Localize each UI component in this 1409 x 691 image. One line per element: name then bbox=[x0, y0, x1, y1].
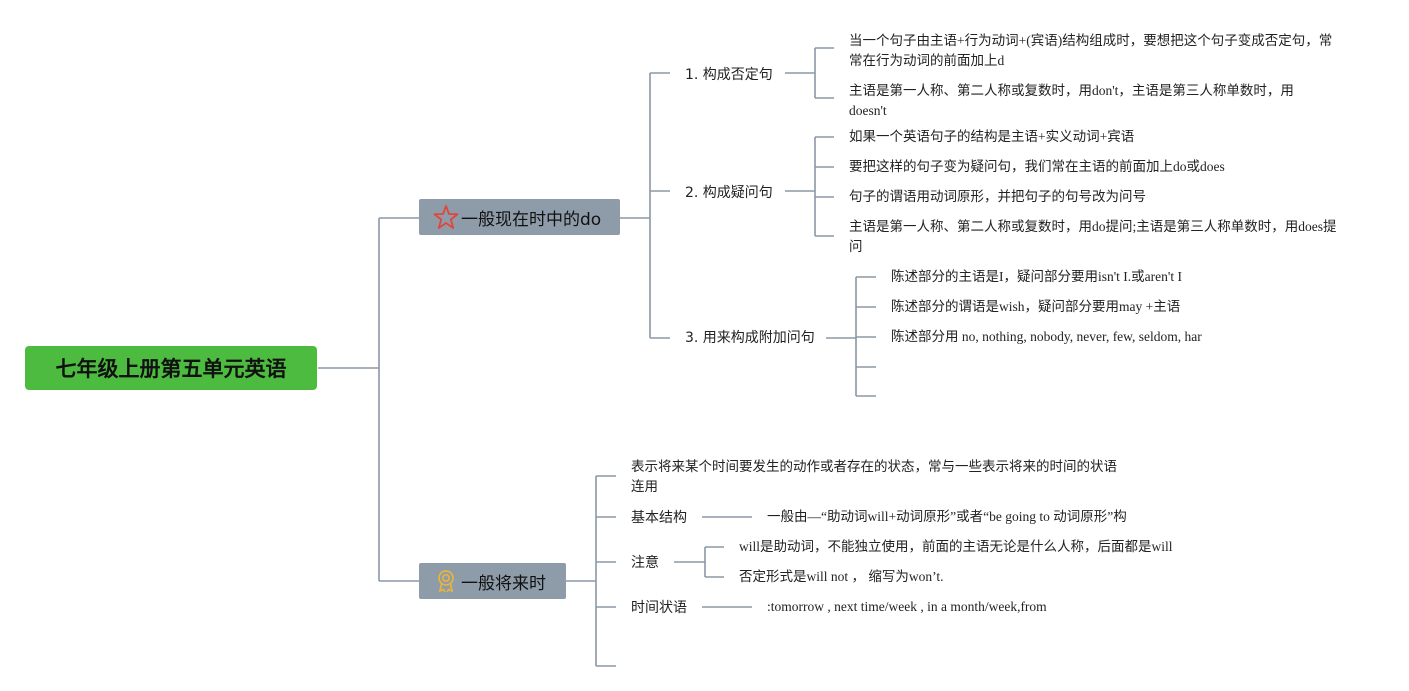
list-item: 句子的谓语用动词原形，并把句子的句号改为问号 bbox=[849, 189, 1146, 204]
list-item: :tomorrow , next time/week , in a month/… bbox=[767, 599, 1047, 614]
list-item: 要把这样的句子变为疑问句，我们常在主语的前面加上do或does bbox=[849, 159, 1225, 174]
list-item: 陈述部分的谓语是wish，疑问部分要用may +主语 bbox=[891, 299, 1181, 314]
root-label: 七年级上册第五单元英语 bbox=[55, 357, 287, 381]
list-item: 一般由—“助动词will+动词原形”或者“be going to 动词原形”构 bbox=[767, 509, 1127, 524]
branch-label: 一般将来时 bbox=[461, 573, 546, 594]
section-note[interactable]: 注意 bbox=[631, 555, 659, 571]
list-item: 陈述部分用 no, nothing, nobody, never, few, s… bbox=[891, 329, 1202, 344]
branch-present-do[interactable]: 一般现在时中的do bbox=[419, 199, 620, 235]
future-intro: 表示将来某个时间要发生的动作或者存在的状态，常与一些表示将来的时间的状语连用 bbox=[631, 459, 1117, 494]
section-structure[interactable]: 基本结构 bbox=[631, 510, 687, 526]
list-item: 陈述部分的主语是I，疑问部分要用isn't I.或aren't I bbox=[891, 269, 1182, 284]
connector-line bbox=[566, 475, 616, 667]
section-time[interactable]: 时间状语 bbox=[631, 600, 687, 616]
connector-line bbox=[785, 136, 834, 237]
list-item: 主语是第一人称、第二人称或复数时，用do提问;主语是第三人称单数时，用does提… bbox=[849, 219, 1337, 254]
section-negative[interactable]: 1. 构成否定句 bbox=[685, 67, 773, 83]
section-tag-question[interactable]: 3. 用来构成附加问句 bbox=[685, 330, 815, 346]
list-item: 如果一个英语句子的结构是主语+实义动词+宾语 bbox=[849, 129, 1135, 144]
connector-line bbox=[674, 546, 724, 578]
root-node[interactable]: 七年级上册第五单元英语 bbox=[25, 346, 317, 390]
list-item: will是助动词，不能独立使用，前面的主语无论是什么人称，后面都是will bbox=[739, 539, 1173, 554]
medal-icon bbox=[433, 568, 459, 594]
connector-line bbox=[785, 47, 834, 99]
connector-line bbox=[620, 72, 670, 339]
branch-label: 一般现在时中的do bbox=[461, 209, 602, 230]
branch-future[interactable]: 一般将来时 bbox=[419, 563, 566, 599]
list-item: 否定形式是will not ， 缩写为won’t. bbox=[739, 569, 944, 584]
star-icon bbox=[433, 204, 459, 230]
connector-line bbox=[318, 217, 419, 582]
list-item: 当一个句子由主语+行为动词+(宾语)结构组成时，要想把这个句子变成否定句，常常在… bbox=[849, 33, 1333, 68]
list-item: 主语是第一人称、第二人称或复数时，用don't，主语是第三人称单数时，用does… bbox=[849, 83, 1294, 118]
connector-line bbox=[826, 276, 876, 397]
section-question[interactable]: 2. 构成疑问句 bbox=[685, 185, 773, 201]
